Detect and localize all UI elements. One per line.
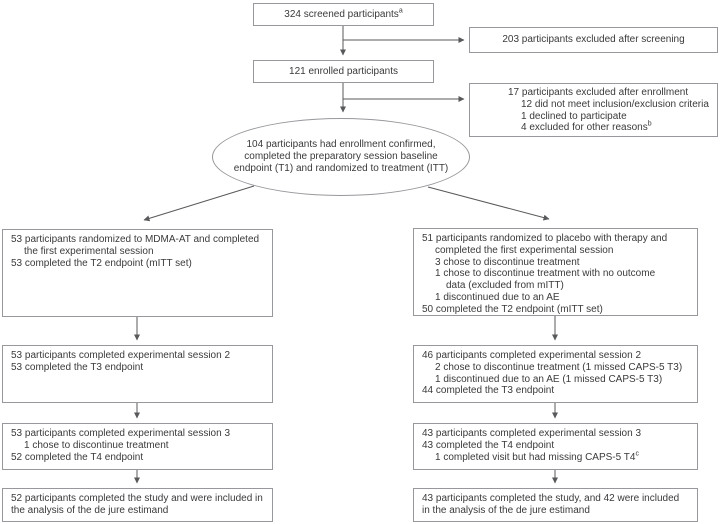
placebo-box1-line: 50 completed the T2 endpoint (mITT set) (422, 303, 603, 315)
mdma-arm-completed-box: 52 participants completed the study and … (2, 488, 273, 522)
randomized-line: endpoint (T1) and randomized to treatmen… (233, 162, 449, 174)
excluded-screening-label: 203 participants excluded after screenin… (502, 34, 685, 46)
placebo-box1-line: 51 participants randomized to placebo wi… (422, 233, 668, 244)
placebo-box4-line: in the analysis of the de jure estimand (422, 504, 590, 516)
mdma-box2-line: 53 participants completed experimental s… (11, 350, 231, 361)
mdma-arm-session3-box: 53 participants completed experimental s… (2, 423, 273, 470)
placebo-arm-completed-box: 43 participants completed the study, and… (413, 488, 698, 522)
mdma-box4-line: the analysis of the de jure estimand (11, 504, 169, 516)
mdma-arm-session2-box: 53 participants completed experimental s… (2, 345, 273, 403)
mdma-box1-line: 53 participants randomized to MDMA-AT an… (11, 234, 260, 245)
mdma-box3-line: 1 chose to discontinue treatment (24, 439, 169, 451)
placebo-arm-session2-box: 46 participants completed experimental s… (413, 345, 698, 403)
mdma-arm-session1-box: 53 participants randomized to MDMA-AT an… (2, 229, 273, 317)
mdma-box3-line: 52 completed the T4 endpoint (11, 451, 144, 463)
mdma-box3-line: 53 participants completed experimental s… (11, 428, 231, 439)
placebo-box3-line: 43 completed the T4 endpoint (422, 439, 555, 451)
randomized-ellipse: 104 participants had enrollment confirme… (212, 118, 470, 196)
excluded-enrollment-line: 4 excluded for other reasonsb (521, 121, 652, 134)
randomized-line: completed the preparatory session baseli… (244, 151, 438, 163)
arrow-randomized-to-placebo (427, 186, 550, 221)
placebo-box2-line: 1 discontinued due to an AE (1 missed CA… (435, 373, 663, 385)
footnote-c-marker: c (635, 450, 639, 458)
excluded-enrollment-line: 1 declined to participate (521, 110, 627, 122)
mdma-box1-line: the first experimental session (24, 245, 154, 257)
excluded-enrollment-line: 17 participants excluded after enrollmen… (508, 87, 689, 98)
footnote-b-marker: b (647, 121, 652, 129)
mdma-box2-line: 53 completed the T3 endpoint (11, 361, 144, 373)
placebo-box2-line: 46 participants completed experimental s… (422, 350, 642, 361)
placebo-box1-line: completed the first experimental session (435, 244, 614, 256)
placebo-box2-line: 44 completed the T3 endpoint (422, 385, 555, 397)
placebo-box4-line: 43 participants completed the study, and… (422, 493, 680, 504)
placebo-arm-session3-box: 43 participants completed experimental s… (413, 423, 698, 470)
placebo-box1-line: 1 discontinued due to an AE (435, 291, 560, 303)
placebo-box1-line: 3 chose to discontinue treatment (435, 256, 580, 268)
enrolled-label: 121 enrolled participants (289, 65, 398, 77)
randomized-line: 104 participants had enrollment confirme… (246, 139, 436, 151)
mdma-box1-line: 53 completed the T2 endpoint (mITT set) (11, 257, 192, 269)
placebo-box1-line: 1 chose to discontinue treatment with no… (435, 268, 656, 280)
placebo-box3-line: 43 participants completed experimental s… (422, 428, 642, 439)
screened-participants-box: 324 screened participantsa (253, 3, 434, 26)
mdma-box4-line: 52 participants completed the study and … (11, 493, 263, 504)
placebo-box3-line: 1 completed visit but had missing CAPS-5… (435, 450, 639, 463)
screened-label: 324 screened participantsa (284, 7, 403, 20)
placebo-box2-line: 2 chose to discontinue treatment (1 miss… (435, 361, 683, 373)
placebo-arm-session1-box: 51 participants randomized to placebo wi… (413, 228, 698, 316)
excluded-after-enrollment-box: 17 participants excluded after enrollmen… (469, 83, 718, 137)
placebo-box1-line: data (excluded from mITT) (446, 280, 564, 292)
enrolled-participants-box: 121 enrolled participants (253, 60, 434, 83)
excluded-after-screening-box: 203 participants excluded after screenin… (469, 27, 718, 53)
footnote-a-marker: a (398, 7, 403, 15)
arrow-randomized-to-mdma (143, 185, 255, 222)
excluded-enrollment-line: 12 did not meet inclusion/exclusion crit… (521, 98, 709, 110)
